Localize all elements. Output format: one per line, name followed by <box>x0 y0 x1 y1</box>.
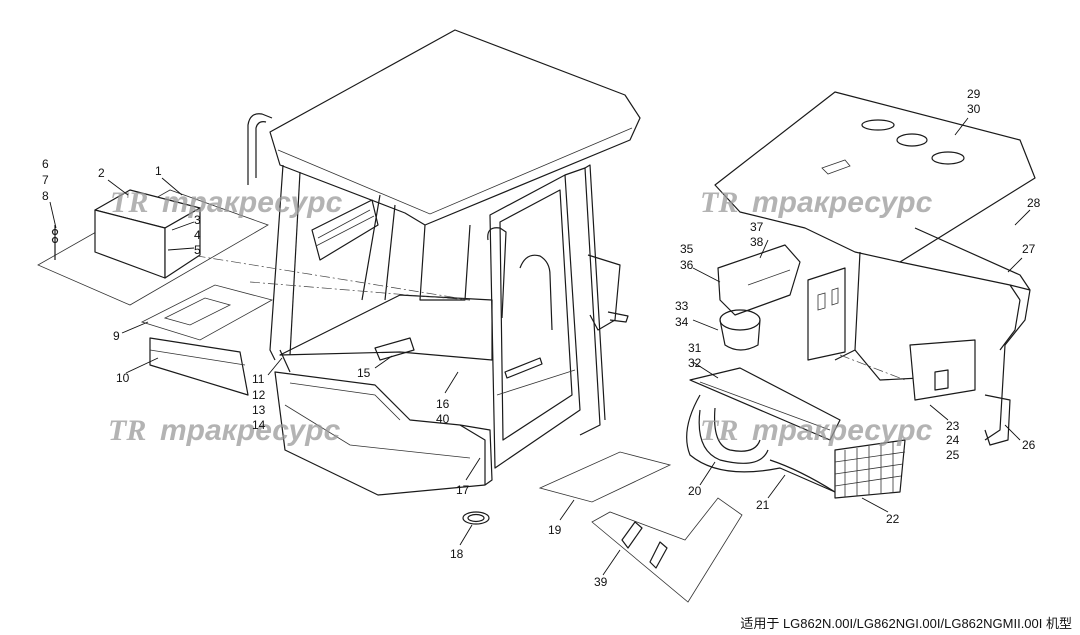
callout-36: 36 <box>680 258 694 272</box>
callout-20: 20 <box>688 484 702 498</box>
leader-lines <box>49 117 1031 576</box>
callout-17: 17 <box>456 483 470 497</box>
callout-28: 28 <box>1027 196 1041 210</box>
callout-21: 21 <box>756 498 770 512</box>
cab-floor <box>279 294 493 361</box>
callout-1: 1 <box>155 164 162 178</box>
callout-26: 26 <box>1022 438 1036 452</box>
watermark-logo: TR <box>108 414 146 447</box>
callout-24: 24 <box>946 433 960 447</box>
callout-39: 39 <box>594 575 608 589</box>
callout-37: 37 <box>750 220 764 234</box>
watermark-text: тракресурс <box>160 414 341 447</box>
pedal-mat <box>591 497 743 603</box>
watermark-4: TR тракресурс <box>700 414 933 447</box>
watermark-logo: TR <box>700 186 738 219</box>
callout-29: 29 <box>967 87 981 101</box>
watermark-logo: TR <box>110 186 148 219</box>
callout-27: 27 <box>1022 242 1036 256</box>
watermark-text: тракресурс <box>752 186 933 219</box>
callout-10: 10 <box>116 371 130 385</box>
callout-6: 6 <box>42 157 49 171</box>
callout-33: 33 <box>675 299 689 313</box>
callout-23: 23 <box>946 419 960 433</box>
callout-7: 7 <box>42 173 49 187</box>
cab-roof <box>269 29 641 226</box>
callout-13: 13 <box>252 403 266 417</box>
cab-assembly <box>159 29 641 496</box>
rear-window <box>311 199 379 261</box>
callout-15: 15 <box>357 366 371 380</box>
callout-2: 2 <box>98 166 105 180</box>
callout-22: 22 <box>886 512 900 526</box>
callout-5: 5 <box>194 243 201 257</box>
callout-31: 31 <box>688 341 702 355</box>
callout-16: 16 <box>436 397 450 411</box>
callout-11: 11 <box>252 372 265 386</box>
watermark-2: TR тракресурс <box>700 186 933 219</box>
watermark-text: тракресурс <box>162 186 343 219</box>
side-panel <box>984 284 1031 441</box>
floor-mat-and-panel <box>140 284 274 396</box>
callout-18: 18 <box>450 547 464 561</box>
cab-door <box>489 174 581 469</box>
watermark-text: тракресурс <box>752 414 933 447</box>
floor-mat-19 <box>538 451 672 503</box>
callout-14: 14 <box>252 418 266 432</box>
callout-12: 12 <box>252 388 266 402</box>
callout-30: 30 <box>967 102 981 116</box>
callout-32: 32 <box>688 356 702 370</box>
callout-34: 34 <box>675 315 689 329</box>
callout-labels: 1 2 3 4 5 6 7 8 9 10 11 12 13 14 15 16 4… <box>42 87 1041 589</box>
watermark-3: TR тракресурс <box>108 414 341 447</box>
grommet <box>462 511 490 525</box>
callout-9: 9 <box>113 329 120 343</box>
front-console <box>274 371 486 496</box>
watermark-1: TR тракресурс <box>110 186 343 219</box>
callout-19: 19 <box>548 523 562 537</box>
storage-box <box>37 189 269 306</box>
callout-38: 38 <box>750 235 764 249</box>
footer-applicability: 适用于 LG862N.00I/LG862NGI.00I/LG862NGMII.0… <box>740 616 1072 631</box>
callout-25: 25 <box>946 448 960 462</box>
cab-left-post <box>269 164 284 361</box>
callout-40: 40 <box>436 412 450 426</box>
callout-4: 4 <box>194 228 201 242</box>
callout-8: 8 <box>42 189 49 203</box>
callout-35: 35 <box>680 242 694 256</box>
watermark-logo: TR <box>700 414 738 447</box>
callout-3: 3 <box>194 213 201 227</box>
